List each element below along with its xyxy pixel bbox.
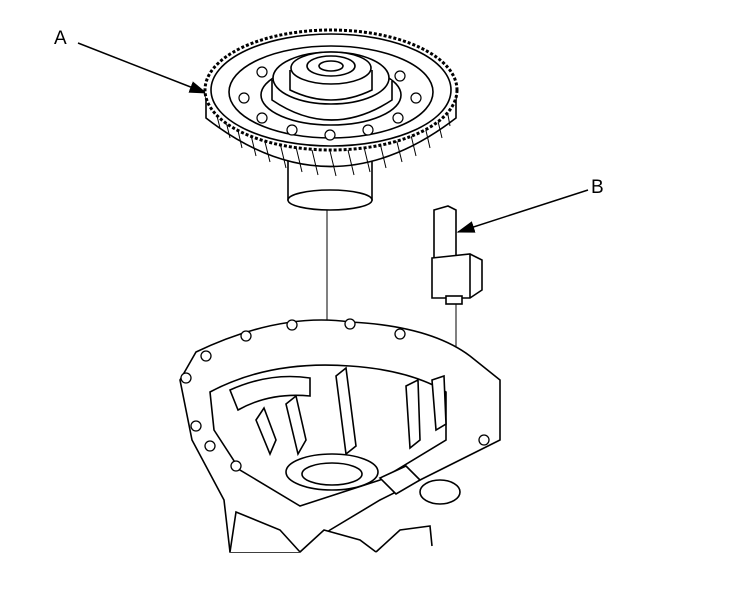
transmission-housing [179, 318, 501, 553]
callout-label-a: A [54, 28, 67, 49]
differential-gear-assembly [203, 28, 459, 211]
leader-line-a [77, 42, 208, 94]
callout-label-b: B [591, 177, 604, 198]
sensor-bracket [431, 205, 483, 305]
leader-line-b [456, 189, 589, 233]
